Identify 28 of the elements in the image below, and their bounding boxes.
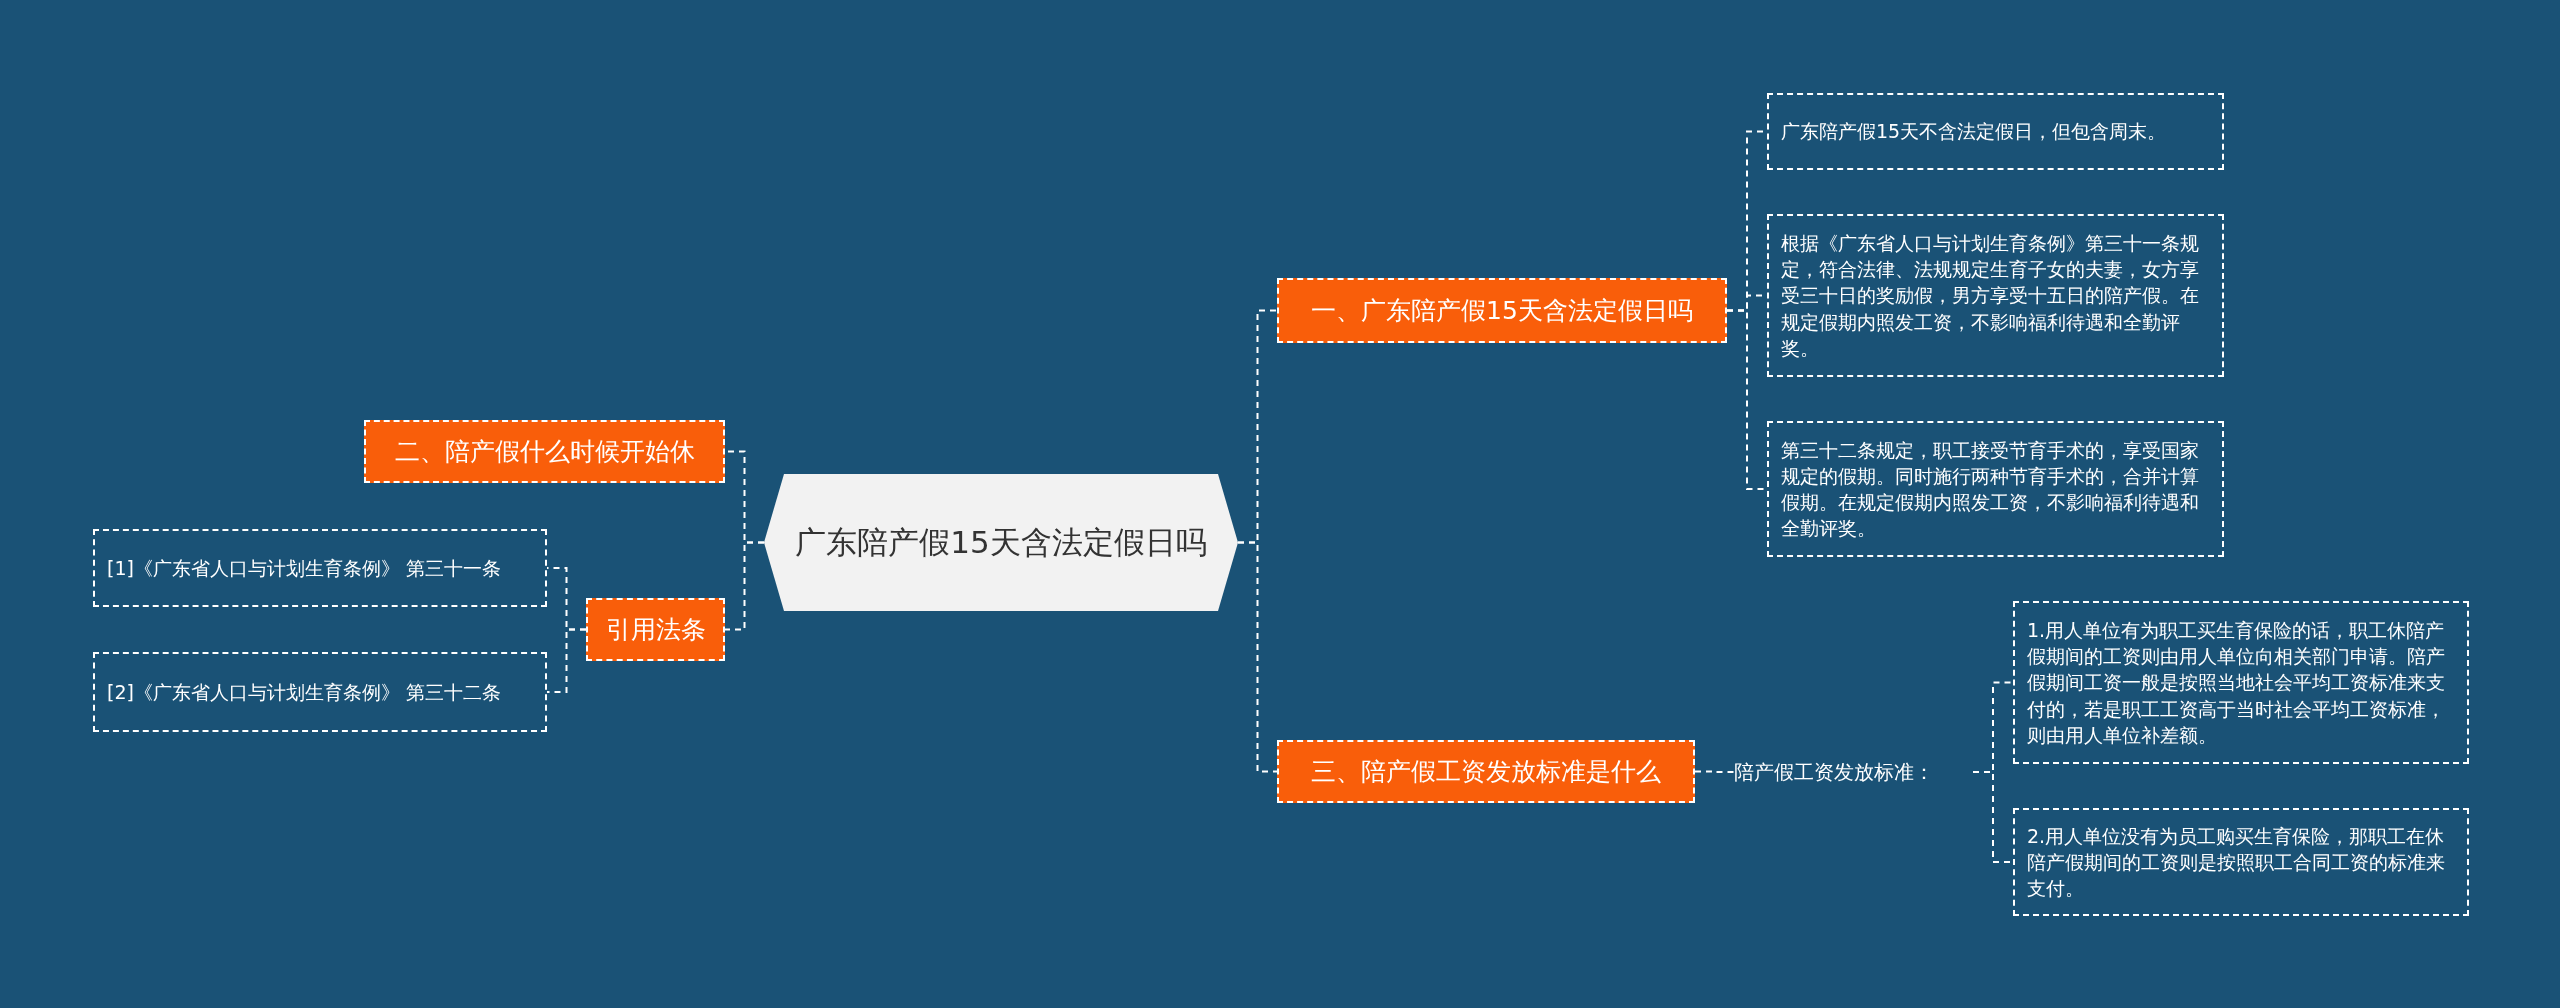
topic-box: [1277, 278, 1727, 343]
note-box: [93, 652, 547, 732]
topic-text: 2.用人单位没有为员工购买生育保险，那职工在休陪产假期间的工资则是按照职工合同工资的标准来支付。: [2027, 823, 2446, 902]
topic-text: 陪产假工资发放标准：: [1734, 758, 1934, 786]
topic-text: 第三十二条规定，职工接受节育手术的，享受国家规定的假期。同时施行两种节育手术的，合并计算假期。在规定假期内照发工资，不影响福利待遇和全勤评奖。: [1781, 437, 2200, 542]
topic-text: [1]《广东省人口与计划生育条例》 第三十一条: [107, 555, 501, 581]
connector-line: [546, 628, 587, 693]
topic-text: 1.用人单位有为职工买生育保险的话，职工休陪产假期间的工资则由用人单位向相关部门申请。陪产假期间工资一般是按照当地社会平均工资标准来支付的，若是职工工资高于当时社会平均工资标准，则由用人单位补差额。: [2027, 617, 2446, 748]
topic-text: 引用法条: [605, 614, 706, 646]
topic-text: 一、广东陪产假15天含法定假日吗: [1311, 295, 1693, 327]
connector-line: [1237, 541, 1278, 773]
note-box: [1767, 93, 2224, 170]
topic-text: 广东陪产假15天含法定假日吗: [794, 522, 1208, 562]
topic-text: 根据《广东省人口与计划生育条例》第三十一条规定，符合法律、法规规定生育子女的夫妻，女方享受三十日的奖励假，男方享受十五日的陪产假。在规定假期内照发工资，不影响福利待遇和全勤评奖。: [1781, 230, 2200, 361]
note-box: [1767, 214, 2224, 377]
topic-text: 三、陪产假工资发放标准是什么: [1311, 756, 1661, 788]
topic-box: [364, 420, 725, 483]
connector-line: [1694, 770, 1735, 773]
topic-text: 二、陪产假什么时候开始休: [394, 436, 695, 468]
topic-text: [2]《广东省人口与计划生育条例》 第三十二条: [107, 679, 501, 705]
topic-box: [1277, 740, 1695, 803]
note-box: [93, 529, 547, 607]
note-box: [2013, 601, 2469, 764]
connector-line: [724, 541, 765, 631]
topic-box: [586, 598, 725, 661]
note-box: [1767, 421, 2224, 557]
note-box: [2013, 808, 2469, 916]
topic-text: 广东陪产假15天不含法定假日，但包含周末。: [1781, 119, 2167, 145]
